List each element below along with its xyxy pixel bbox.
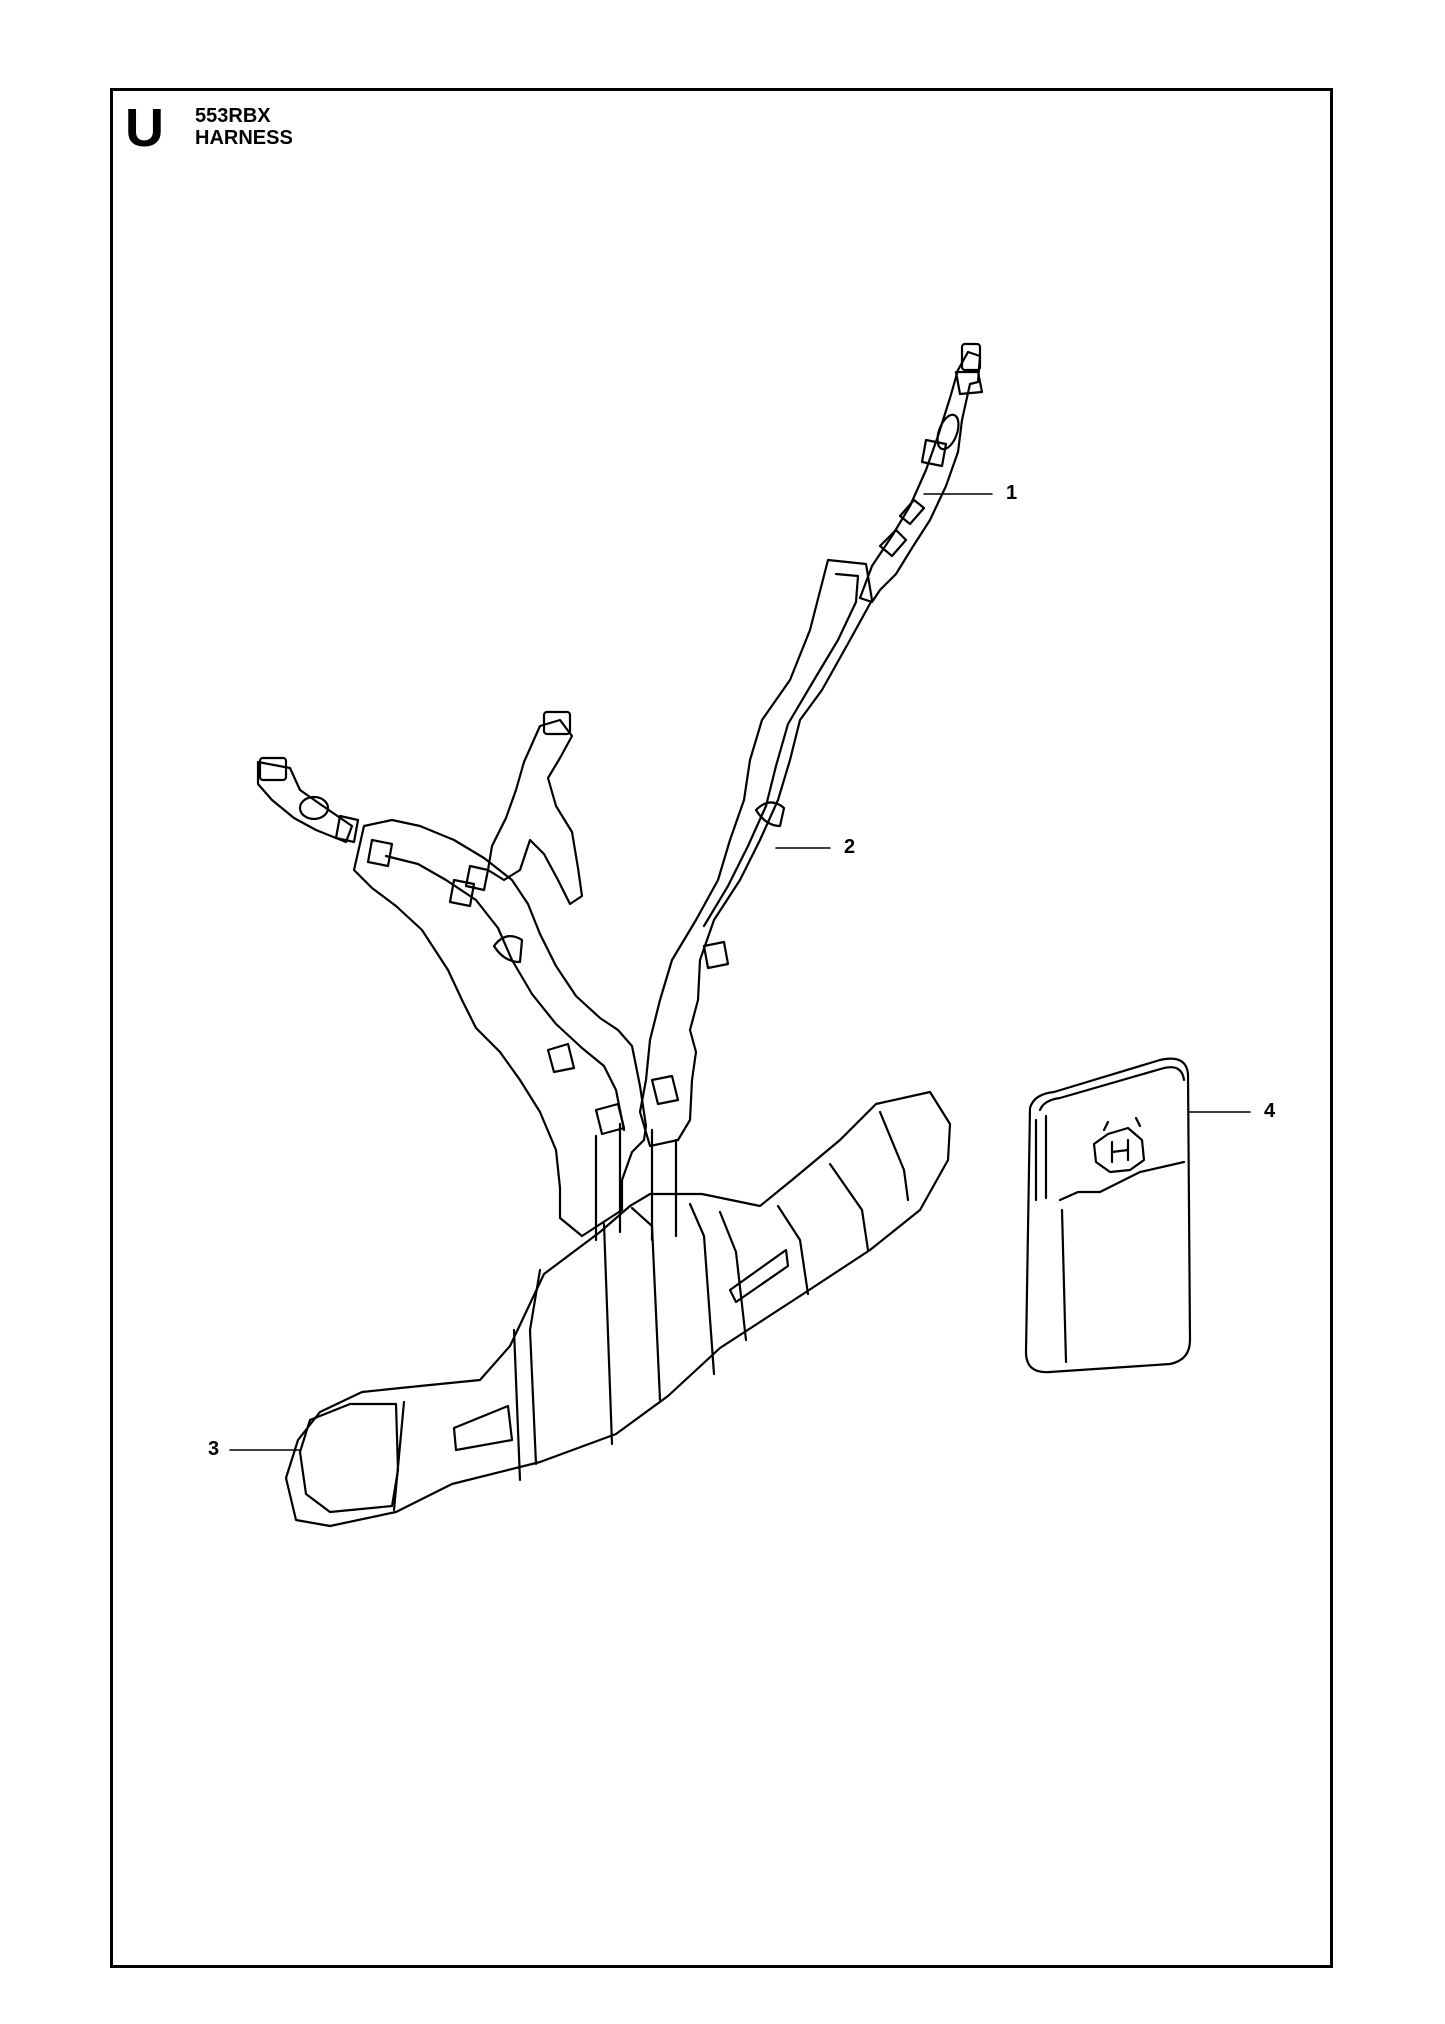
part-3-hip-pad (284, 1090, 952, 1528)
callout-3: 3 (208, 1438, 220, 1460)
part-4-pocket-pad (1024, 1057, 1192, 1374)
callout-1: 1 (1006, 482, 1018, 504)
part-2-harness-body (256, 558, 874, 1242)
husqvarna-logo-icon (1092, 1116, 1146, 1174)
page-frame: U 553RBX HARNESS (110, 88, 1333, 1968)
leader-lines (229, 493, 1251, 1451)
model-name: 553RBX (195, 105, 271, 127)
callout-4: 4 (1264, 1100, 1276, 1122)
diagram-title: HARNESS (195, 127, 293, 149)
callout-2: 2 (844, 836, 856, 858)
header-titles: 553RBX HARNESS (195, 105, 293, 149)
part-1-upper-strap (858, 342, 984, 604)
section-letter: U (125, 98, 164, 158)
